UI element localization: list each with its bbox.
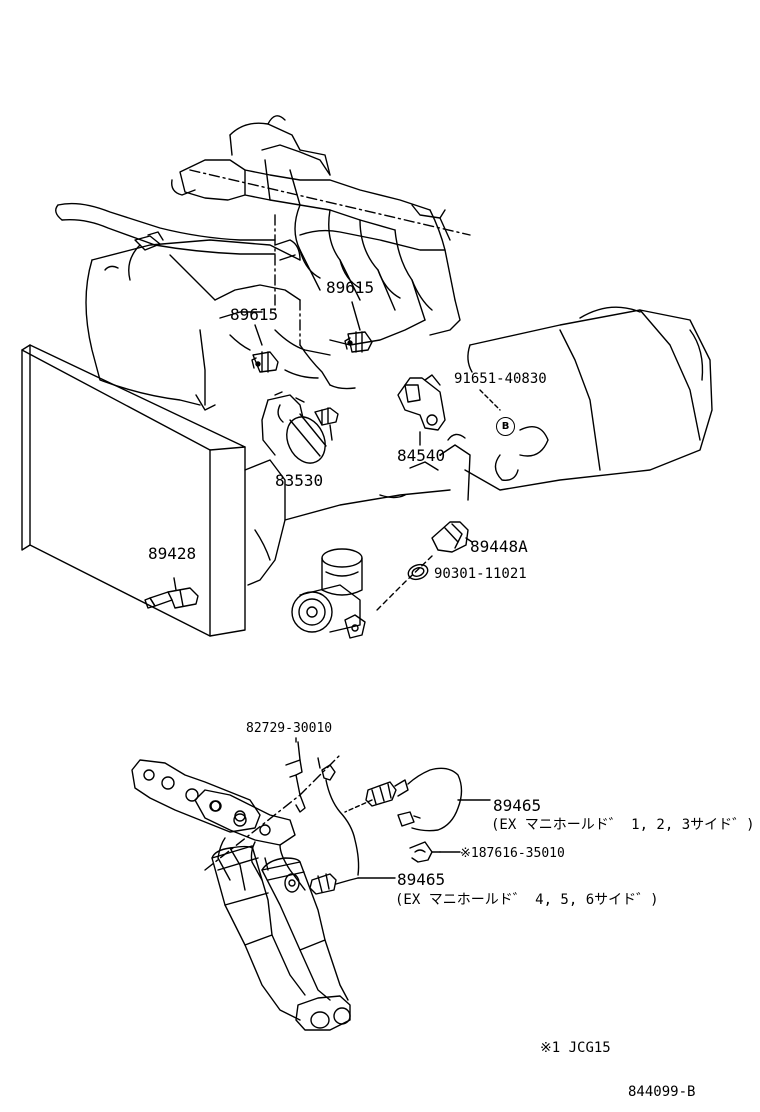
label-89465-upper: 89465	[493, 796, 542, 815]
label-89615-b: 89615	[326, 278, 375, 297]
water-temp-sensor	[144, 577, 199, 609]
exhaust-manifold	[131, 759, 351, 1031]
power-steering-switch	[431, 521, 473, 553]
label-84540: 84540	[397, 446, 446, 465]
cam-position-sensor	[397, 374, 446, 446]
label-83530: 83530	[275, 471, 324, 490]
oil-filter-and-switch	[261, 391, 339, 464]
label-89428: 89428	[148, 544, 197, 563]
bolt-leader	[479, 389, 501, 411]
exhaust-centerline	[204, 754, 341, 871]
oxygen-sensor-upper	[365, 767, 491, 832]
o-ring	[407, 563, 429, 581]
circle-b-badge: B	[496, 417, 515, 436]
sensor-bracket	[285, 741, 306, 813]
oxygen-sensor-lower	[309, 757, 396, 895]
label-82729-30010: 82729-30010	[246, 721, 333, 736]
diagram-id: 844099-B	[628, 1084, 696, 1100]
label-89465-lower-note: (EX マニホールド゛ 4, 5, 6サイド゛)	[395, 892, 659, 908]
radiator	[21, 344, 246, 637]
label-90301-11021: 90301-11021	[434, 566, 527, 582]
dashed-o2-leader	[344, 799, 373, 813]
label-89615-a: 89615	[230, 305, 279, 324]
vacuum-switching-valve-b	[344, 331, 373, 353]
label-87616-35010: ※187616-35010	[460, 846, 565, 861]
oring-leader	[374, 555, 433, 613]
vacuum-switching-valve-a	[251, 351, 279, 373]
power-steering-pump	[291, 548, 366, 639]
label-89448a: 89448A	[470, 537, 528, 556]
clip-clamp	[409, 841, 441, 863]
label-91651-40830: 91651-40830	[454, 371, 547, 387]
footnote-jcg15: ※1 JCG15	[540, 1040, 611, 1056]
engine-block	[55, 115, 713, 491]
lower-engine	[244, 433, 471, 586]
label-89465-lower: 89465	[397, 870, 446, 889]
label-89465-upper-note: (EX マニホールド゛ 1, 2, 3サイド゛)	[491, 817, 755, 833]
